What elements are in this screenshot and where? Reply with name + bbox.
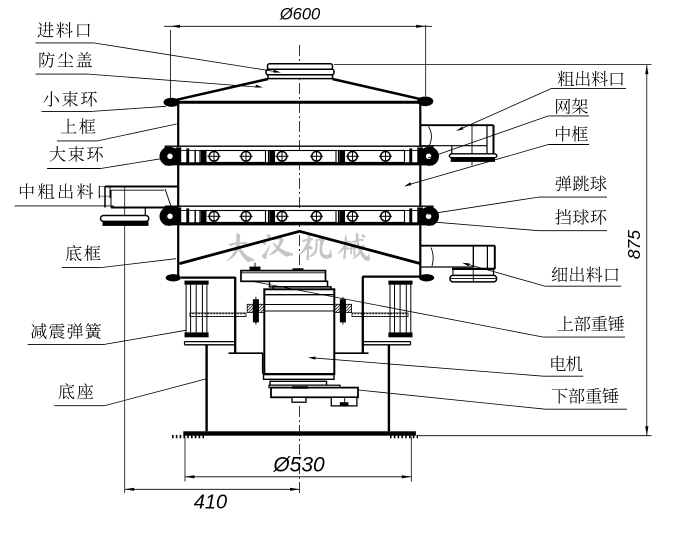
svg-text:875: 875 <box>624 230 644 259</box>
svg-text:410: 410 <box>194 492 227 514</box>
svg-text:Ø600: Ø600 <box>279 6 321 24</box>
svg-text:Ø530: Ø530 <box>272 454 325 477</box>
